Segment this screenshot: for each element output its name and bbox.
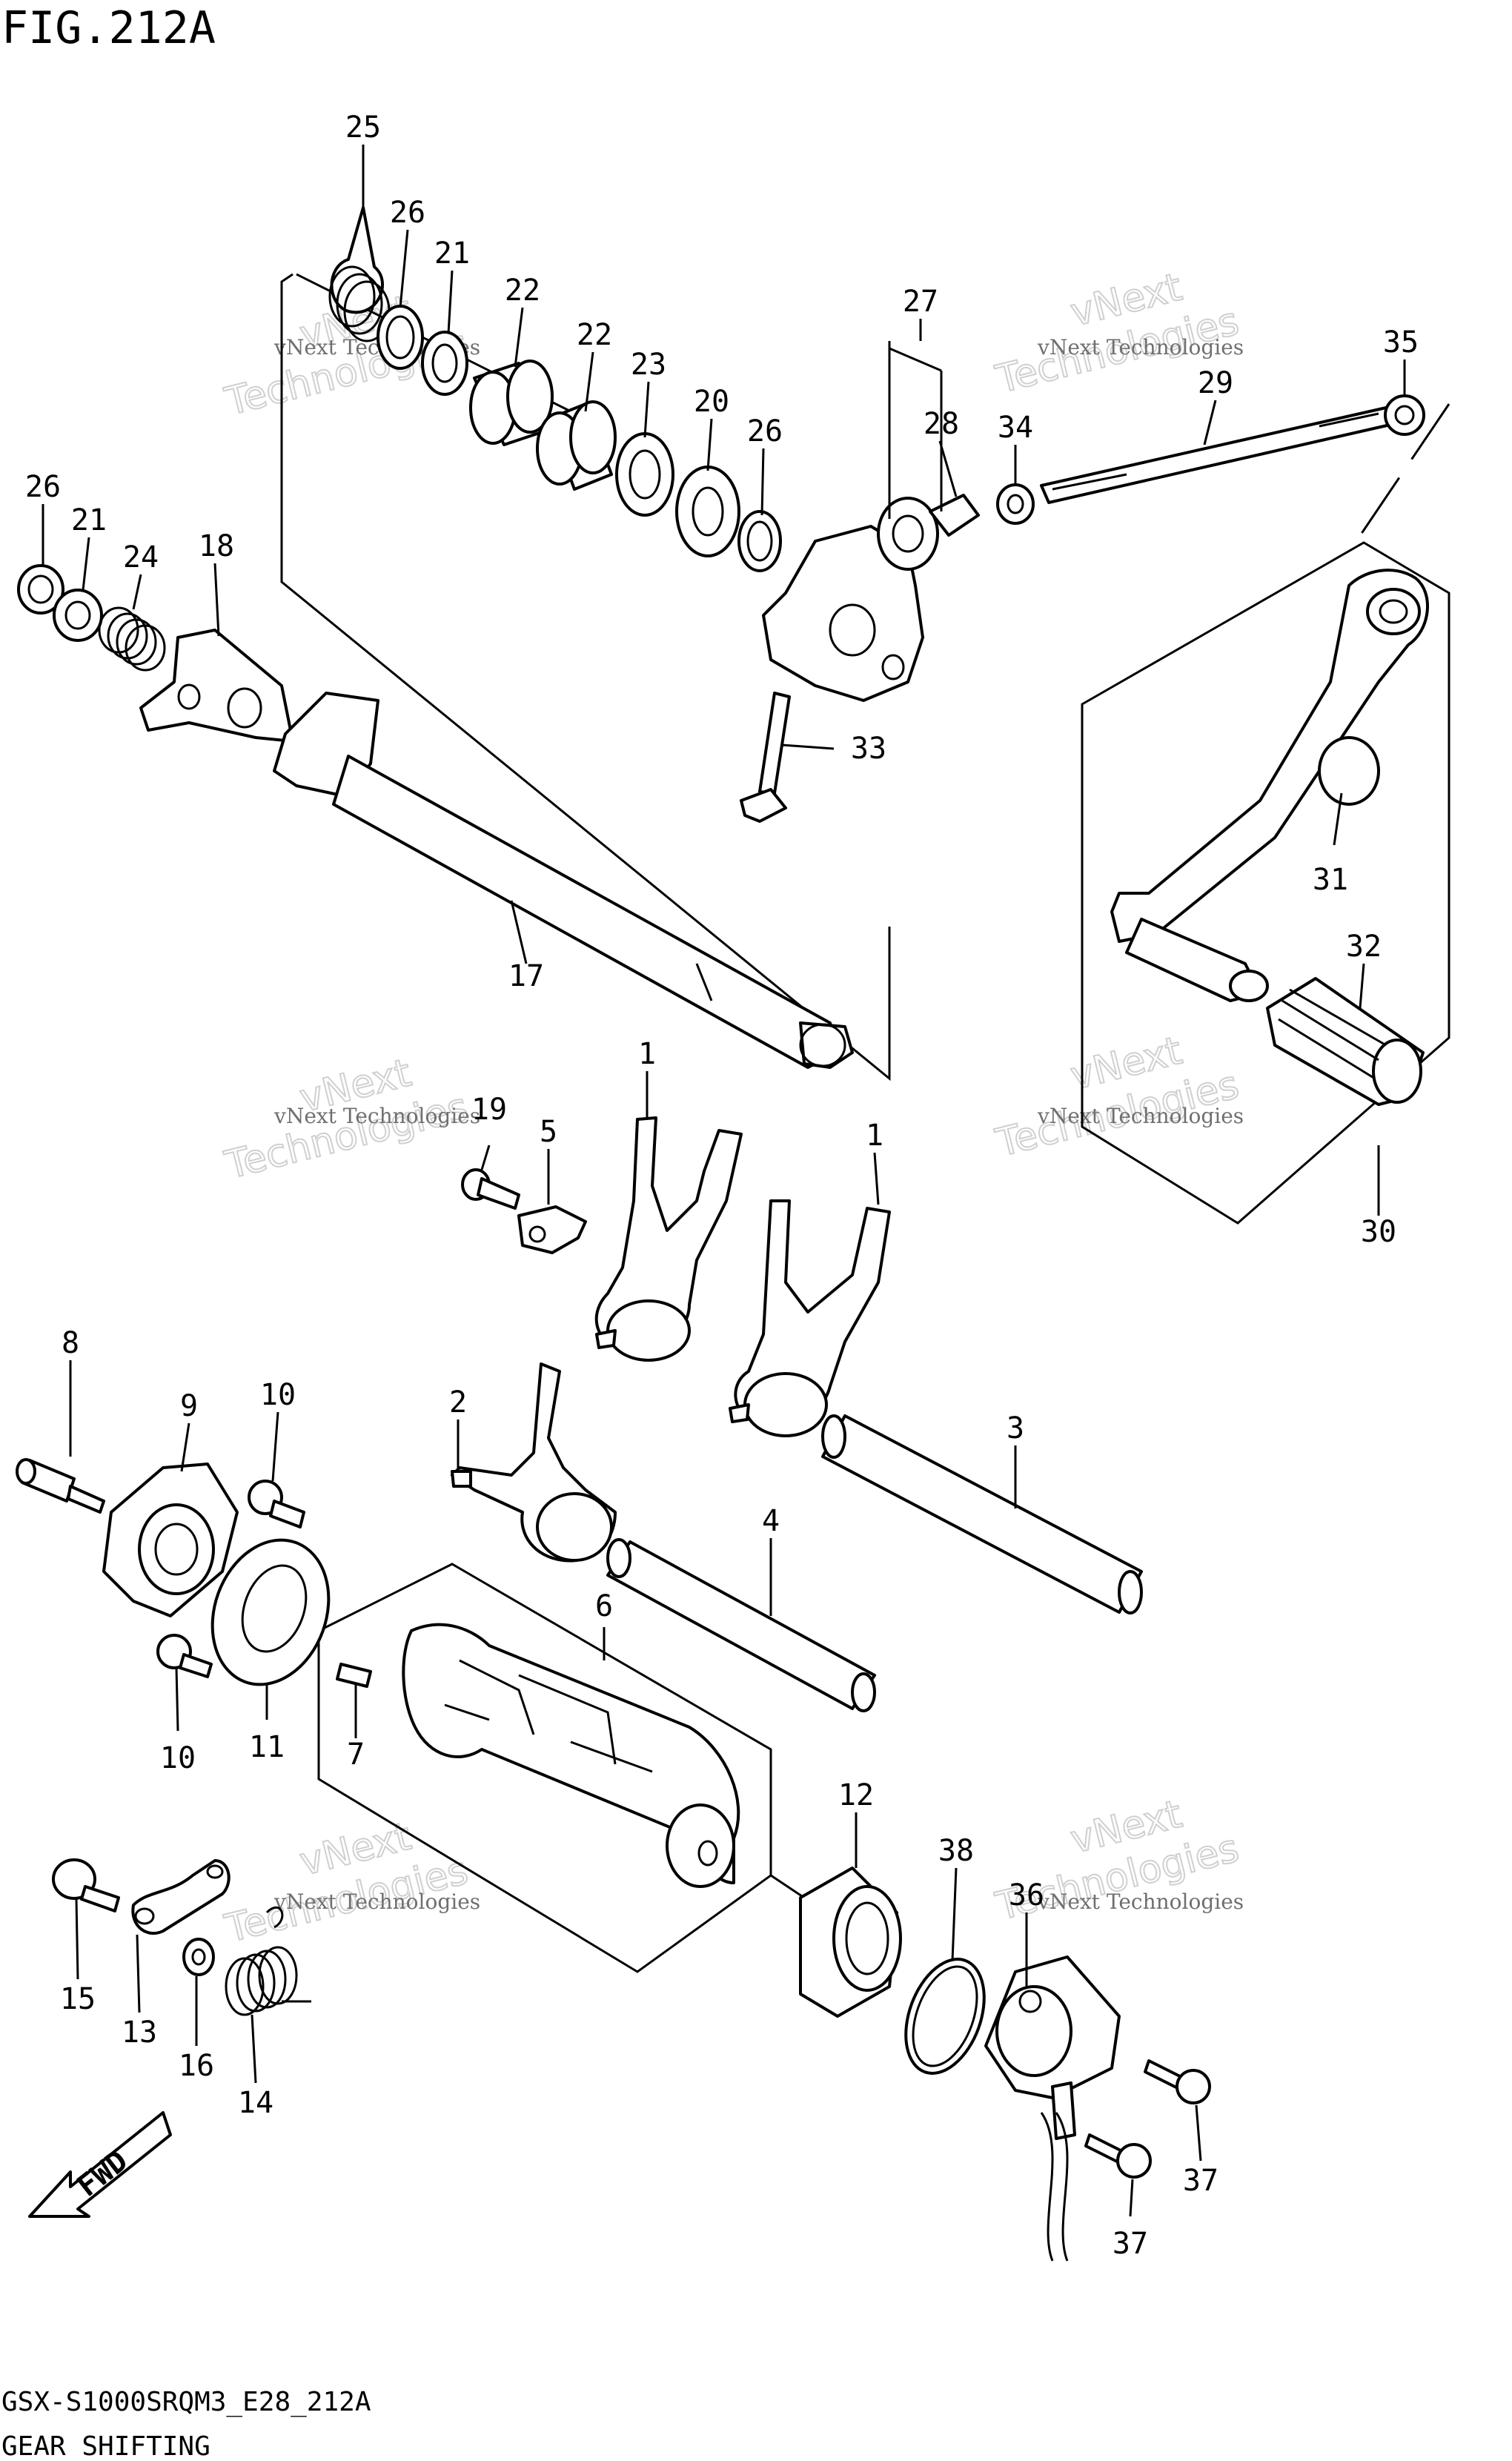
watermark-small: vNext Technologies [273, 1889, 480, 1914]
bushing-22-b [536, 400, 617, 491]
fork-shaft-3 [821, 1414, 1143, 1614]
callout-10: 10 [160, 1741, 196, 1775]
washer-21-left [53, 589, 103, 642]
washer-21-top [421, 331, 468, 396]
bolt-15 [52, 1858, 120, 1912]
callout-4: 4 [762, 1504, 780, 1538]
shift-fork-1-a [594, 1116, 743, 1362]
callout-13: 13 [122, 2015, 157, 2050]
gear-position-switch-36 [984, 1955, 1121, 2262]
cam-9 [102, 1463, 239, 1617]
callout-10: 10 [260, 1378, 296, 1412]
callout-19: 19 [471, 1093, 507, 1127]
callout-9: 9 [180, 1389, 198, 1423]
section-name: GEAR SHIFTING [1, 2431, 210, 2461]
bearing-11 [210, 1538, 331, 1686]
callout-33: 33 [851, 732, 886, 766]
callout-38: 38 [938, 1834, 974, 1868]
callout-27: 27 [903, 285, 938, 319]
bushing-22-a [469, 360, 554, 446]
callout-21: 21 [71, 503, 107, 537]
oil-seal-23 [615, 432, 674, 517]
fork-shaft-4 [606, 1538, 876, 1712]
circlip-26-mid [737, 510, 782, 572]
watermark-small: vNext Technologies [1037, 1889, 1244, 1914]
gearshift-drum-6 [402, 1623, 740, 1888]
leader-lines [42, 145, 1406, 2217]
callout-29: 29 [1198, 366, 1233, 400]
pin-7 [336, 1663, 372, 1688]
callout-21: 21 [434, 236, 470, 271]
pin-8 [16, 1458, 105, 1514]
callout-15: 15 [60, 1982, 96, 2016]
callout-1: 1 [866, 1119, 883, 1153]
shaft-group-frame [280, 273, 891, 1082]
callout-23: 23 [631, 348, 666, 382]
plate-18 [139, 629, 294, 743]
callout-labels: 25 26 21 22 22 23 20 26 27 28 34 29 35 2… [25, 110, 1419, 2261]
callout-37: 37 [1113, 2227, 1148, 2261]
callout-3: 3 [1007, 1411, 1024, 1445]
spring-14 [225, 1906, 311, 2016]
pedal-group-frame [1081, 541, 1450, 1225]
callout-20: 20 [694, 385, 729, 419]
callout-11: 11 [249, 1730, 285, 1764]
bolt-19 [461, 1168, 520, 1210]
shift-arm-27 [762, 497, 939, 702]
spring-24 [98, 606, 166, 672]
watermark-small: vNext Technologies [1037, 335, 1244, 360]
callout-14: 14 [238, 2086, 273, 2120]
bolt-33 [740, 692, 791, 823]
callout-31: 31 [1313, 863, 1348, 897]
bolt-10-bottom [156, 1634, 213, 1678]
callout-37: 37 [1183, 2164, 1218, 2198]
bolt-37-upper [1144, 2059, 1211, 2104]
callout-32: 32 [1346, 930, 1382, 964]
callout-16: 16 [179, 2049, 214, 2083]
callout-25: 25 [345, 110, 381, 145]
callout-28: 28 [924, 407, 959, 441]
callout-8: 8 [62, 1326, 79, 1360]
callout-12: 12 [838, 1778, 874, 1812]
shift-fork-2 [451, 1362, 617, 1563]
callout-36: 36 [1009, 1878, 1044, 1912]
bolt-37-lower [1084, 2133, 1152, 2179]
pin-28 [929, 494, 980, 537]
shift-fork-1-b [729, 1199, 891, 1437]
stopper-arm-13 [131, 1859, 231, 1935]
callout-18: 18 [199, 529, 234, 563]
watermark-small: vNext Technologies [273, 1104, 480, 1128]
gearshift-shaft-17 [273, 692, 854, 1069]
callout-17: 17 [508, 959, 544, 993]
callout-1: 1 [638, 1037, 656, 1071]
bolt-10-top [248, 1480, 305, 1528]
model-code: GSX-S1000SRQM3_E28_212A [1, 2387, 371, 2417]
nut-34 [996, 483, 1035, 525]
callout-22: 22 [505, 274, 540, 308]
watermark-small: vNext Technologies [1037, 1104, 1244, 1128]
callout-26: 26 [747, 414, 783, 448]
callout-30: 30 [1361, 1215, 1396, 1249]
bearing-12 [799, 1867, 902, 2018]
callout-35: 35 [1383, 325, 1419, 360]
callout-22: 22 [577, 318, 612, 352]
callout-34: 34 [998, 411, 1033, 445]
o-ring-38 [904, 1958, 986, 2075]
callout-5: 5 [540, 1115, 557, 1149]
washer-16 [182, 1938, 215, 1976]
circlip-26-left [17, 564, 64, 615]
callout-6: 6 [595, 1589, 613, 1623]
washer-20 [675, 466, 740, 557]
figure-title: FIG.212A [1, 2, 216, 54]
callout-24: 24 [123, 540, 159, 574]
callout-2: 2 [449, 1385, 467, 1420]
shift-pedal-31 [1110, 569, 1429, 1002]
callout-7: 7 [347, 1738, 365, 1772]
pedal-rubber-32 [1266, 977, 1425, 1106]
nut-35 [1384, 394, 1425, 436]
callout-26: 26 [25, 470, 61, 504]
callout-26: 26 [390, 196, 425, 230]
